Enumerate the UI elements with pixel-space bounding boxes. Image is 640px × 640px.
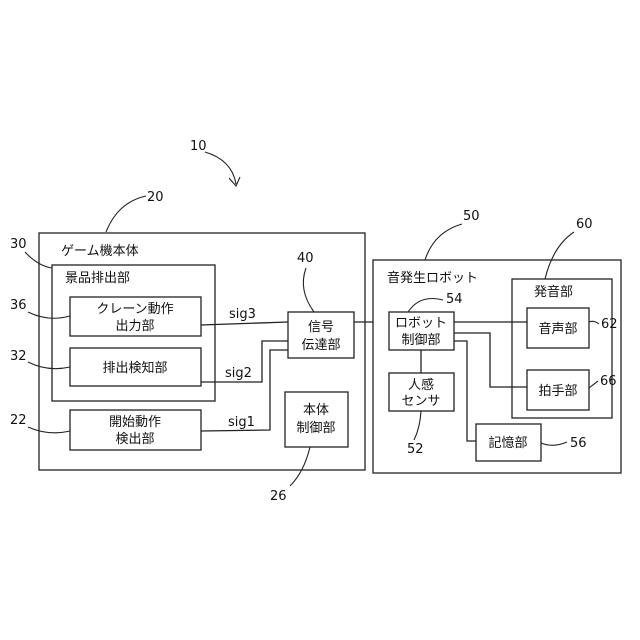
memory-label: 記憶部	[488, 435, 527, 451]
ref-22: 22	[10, 413, 27, 428]
ref-32: 32	[10, 349, 27, 364]
ref-20: 20	[147, 190, 164, 205]
body-control-box	[285, 392, 348, 447]
crane-output-line2: 出力部	[115, 319, 154, 334]
signal-unit-line1: 信号	[308, 320, 334, 335]
ref-40: 40	[297, 251, 314, 266]
ref-52: 52	[407, 442, 424, 457]
sig1-label: sig1	[228, 415, 255, 430]
start-detect-line2: 検出部	[115, 432, 154, 447]
ref-10-arrow	[205, 152, 236, 184]
body-control-line2: 制御部	[296, 421, 335, 436]
game-machine-title: ゲーム機本体	[61, 244, 139, 259]
ref-10: 10	[190, 139, 207, 154]
robot-title: 音発生ロボット	[387, 270, 478, 286]
body-control-line1: 本体	[303, 403, 329, 418]
ref-56: 56	[570, 436, 587, 451]
ref-60: 60	[576, 217, 593, 232]
human-sensor-line1: 人感	[408, 377, 434, 393]
ref-50-leader	[425, 224, 462, 260]
human-sensor-line2: センサ	[401, 394, 440, 409]
discharge-detect-label: 排出検知部	[102, 360, 167, 376]
ref-36: 36	[10, 298, 27, 313]
ref-66: 66	[600, 374, 617, 389]
ref-62: 62	[601, 317, 618, 332]
clap-unit-label: 拍手部	[538, 384, 577, 399]
sound-unit-title: 発音部	[534, 284, 573, 300]
start-detect-line1: 開始動作	[109, 415, 161, 430]
voice-unit-label: 音声部	[538, 321, 577, 337]
ref-20-leader	[106, 196, 146, 232]
ref-54: 54	[446, 292, 463, 307]
crane-output-line1: クレーン動作	[96, 302, 173, 317]
robot-control-line2: 制御部	[401, 333, 440, 348]
prize-unit-title: 景品排出部	[65, 271, 130, 286]
ref-30: 30	[10, 237, 27, 252]
sig2-label: sig2	[225, 366, 252, 381]
signal-unit-line2: 伝達部	[301, 338, 340, 353]
robot-control-line1: ロボット	[395, 316, 447, 331]
ref-50: 50	[463, 209, 480, 224]
sig3-label: sig3	[229, 307, 256, 322]
ref-26: 26	[270, 489, 287, 504]
